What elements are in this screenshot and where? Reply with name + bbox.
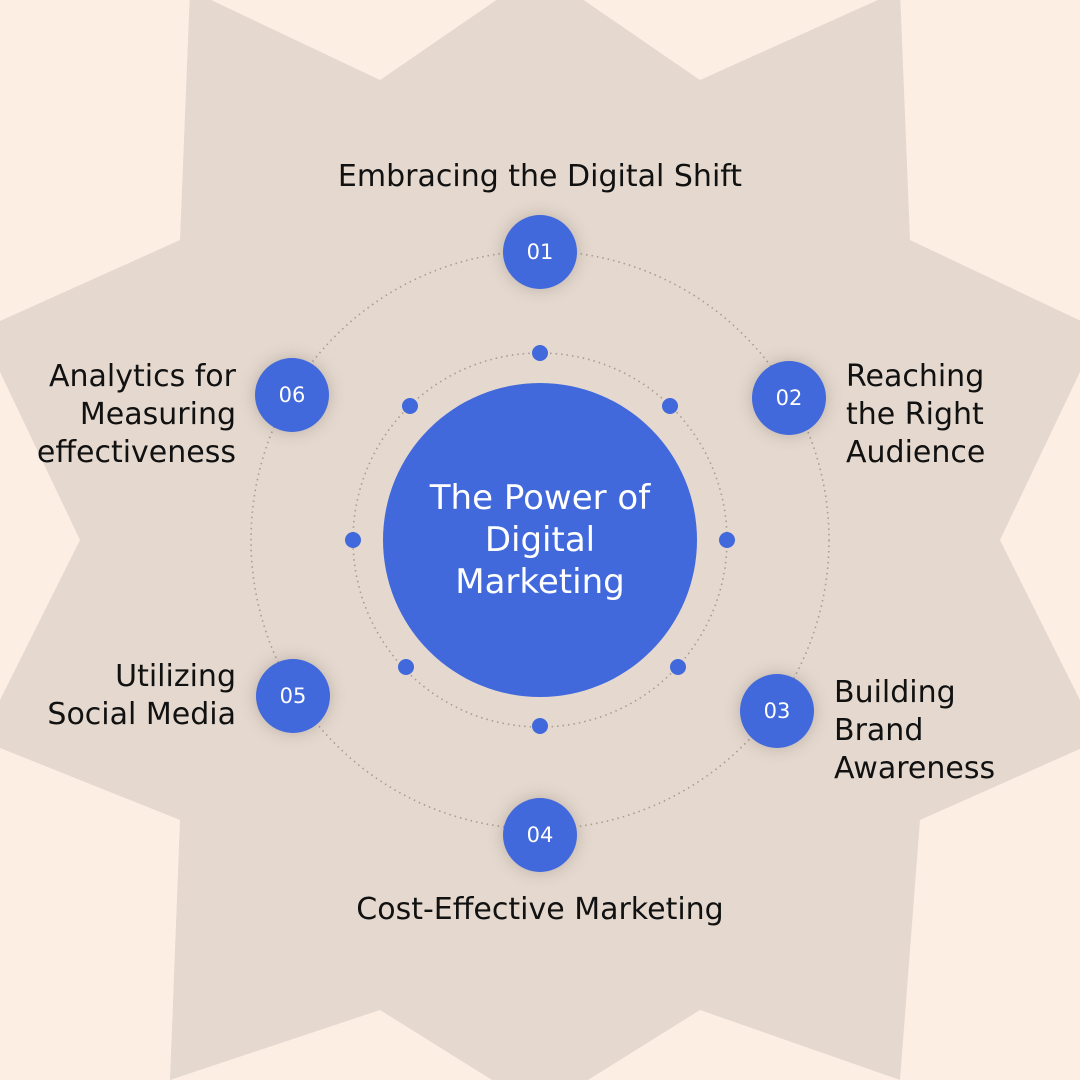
inner-ring-dot [398, 659, 414, 675]
inner-ring-dot [662, 398, 678, 414]
outer-dotted-ring [250, 250, 830, 830]
step-02-badge: 02 [752, 361, 826, 435]
inner-ring-dot [532, 345, 548, 361]
inner-ring-dot [670, 659, 686, 675]
inner-ring-dot [719, 532, 735, 548]
inner-ring-dot [402, 398, 418, 414]
center-circle [383, 383, 697, 697]
center-title: The Power of Digital Marketing [429, 478, 651, 602]
step-06-label: Analytics for Measuring effectiveness [36, 359, 236, 470]
step-01-badge: 01 [503, 215, 577, 289]
step-05-label: Utilizing Social Media [47, 659, 236, 732]
inner-ring-dot [345, 532, 361, 548]
step-04-label: Cost-Effective Marketing [356, 892, 724, 927]
step-06-badge: 06 [255, 358, 329, 432]
step-03-label: Building Brand Awareness [834, 675, 996, 786]
step-05-badge: 05 [256, 659, 330, 733]
step-04-badge: 04 [503, 798, 577, 872]
inner-ring-dot [532, 718, 548, 734]
step-01-label: Embracing the Digital Shift [337, 159, 743, 194]
step-02-label: Reaching the Right Audience [846, 359, 986, 470]
step-03-badge: 03 [740, 674, 814, 748]
